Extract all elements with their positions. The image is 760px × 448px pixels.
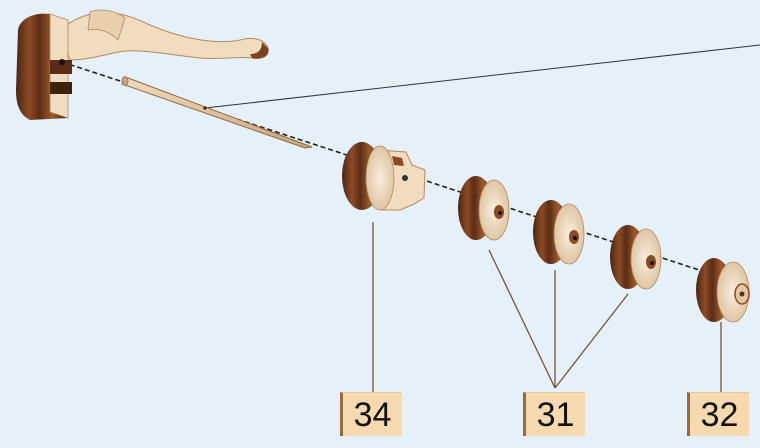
label-leader-lines [372, 222, 722, 392]
lever-handle-part [16, 9, 269, 120]
part-label-32-text: 32 [700, 395, 739, 434]
part-label-34-text: 34 [353, 395, 392, 434]
needle-leader-line [204, 44, 760, 109]
tapered-needle-part [121, 76, 313, 149]
part-label-31: 31 [523, 392, 585, 436]
part-34-spool [342, 142, 426, 211]
part-label-32: 32 [687, 392, 749, 436]
part-label-31-text: 31 [536, 395, 575, 434]
leader-31-a [488, 249, 556, 389]
part-32-end-spool [696, 258, 750, 323]
part-31-spool-1 [458, 176, 510, 241]
part-label-34: 34 [340, 392, 402, 436]
part-31-spool-3 [610, 225, 662, 290]
part-31-spool-2 [533, 200, 585, 265]
leader-31-c [554, 293, 629, 389]
